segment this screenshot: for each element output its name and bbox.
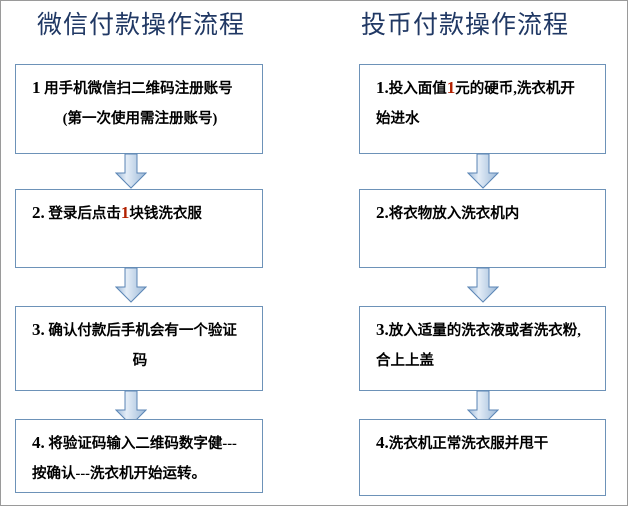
coin-step-1-number: 1. — [376, 78, 389, 97]
wechat-flow-title: 微信付款操作流程 — [36, 12, 245, 39]
arrow-down-icon — [467, 390, 499, 426]
coin-step-3-number: 3. — [376, 320, 389, 339]
wechat-step-1-line2: (第一次使用需注册账号) — [62, 111, 218, 127]
coin-step-1-box: 1.投入面值1元的硬币,洗衣机开 始进水 — [359, 64, 606, 154]
coin-step-2-box: 2.将衣物放入洗衣机内 — [359, 189, 606, 268]
wechat-step-1-number: 1 — [32, 78, 41, 97]
wechat-step-1-line1: 用手机微信扫二维码注册账号 — [44, 81, 233, 97]
arrow-down-icon — [115, 153, 147, 189]
coin-payment-flow-column: 投币付款操作流程 1.投入面值1元的硬币,洗衣机开 始进水 2.将衣物放入洗衣机… — [315, 1, 628, 507]
coin-step-2-line1: 将衣物放入洗衣机内 — [388, 206, 520, 222]
coin-step-4-box: 4.洗衣机正常洗衣服并甩干 — [359, 419, 606, 496]
coin-step-1-line2: 始进水 — [376, 111, 420, 127]
wechat-step-4-line1: 将验证码输入二维码数字健--- — [48, 436, 237, 452]
wechat-step-2-price-highlight: 1 — [120, 203, 130, 222]
wechat-payment-flow-column: 微信付款操作流程 1 用手机微信扫二维码注册账号 (第一次使用需注册账号) 2. — [1, 1, 315, 507]
arrow-down-icon — [115, 390, 147, 426]
wechat-step-4-line2: 按确认---洗衣机开始运转。 — [32, 466, 206, 482]
wechat-step-3-line1: 确认付款后手机会有一个验证 — [48, 323, 237, 339]
coin-step-3-line2: 合上上盖 — [376, 353, 434, 369]
wechat-step-4-number: 4. — [32, 433, 45, 452]
arrow-down-icon — [115, 267, 147, 303]
coin-step-2-number: 2. — [376, 203, 389, 222]
wechat-step-3-line2: 码 — [132, 353, 148, 369]
wechat-step-4-box: 4. 将验证码输入二维码数字健--- 按确认---洗衣机开始运转。 — [15, 419, 263, 493]
wechat-step-1-box: 1 用手机微信扫二维码注册账号 (第一次使用需注册账号) — [15, 64, 263, 154]
wechat-step-2-text-post: 块钱洗衣服 — [129, 206, 202, 222]
coin-step-4-line1: 洗衣机正常洗衣服并甩干 — [388, 436, 549, 452]
coin-step-3-box: 3.放入适量的洗衣液或者洗衣粉, 合上上盖 — [359, 306, 606, 391]
wechat-step-3-number: 3. — [32, 320, 45, 339]
coin-step-1-text-pre: 投入面值 — [388, 81, 447, 97]
coin-step-4-number: 4. — [376, 433, 389, 452]
arrow-down-icon — [467, 267, 499, 303]
coin-step-3-line1: 放入适量的洗衣液或者洗衣粉, — [388, 323, 581, 339]
wechat-step-2-text-pre: 登录后点击 — [48, 206, 121, 222]
wechat-step-2-box: 2. 登录后点击1块钱洗衣服 — [15, 189, 263, 268]
coin-step-1-denomination-highlight: 1 — [446, 78, 456, 97]
coin-step-1-text-post: 元的硬币,洗衣机开 — [455, 81, 575, 97]
arrow-down-icon — [467, 153, 499, 189]
coin-flow-title: 投币付款操作流程 — [360, 12, 569, 39]
wechat-step-3-box: 3. 确认付款后手机会有一个验证 码 — [15, 306, 263, 391]
wechat-step-2-number: 2. — [32, 203, 45, 222]
